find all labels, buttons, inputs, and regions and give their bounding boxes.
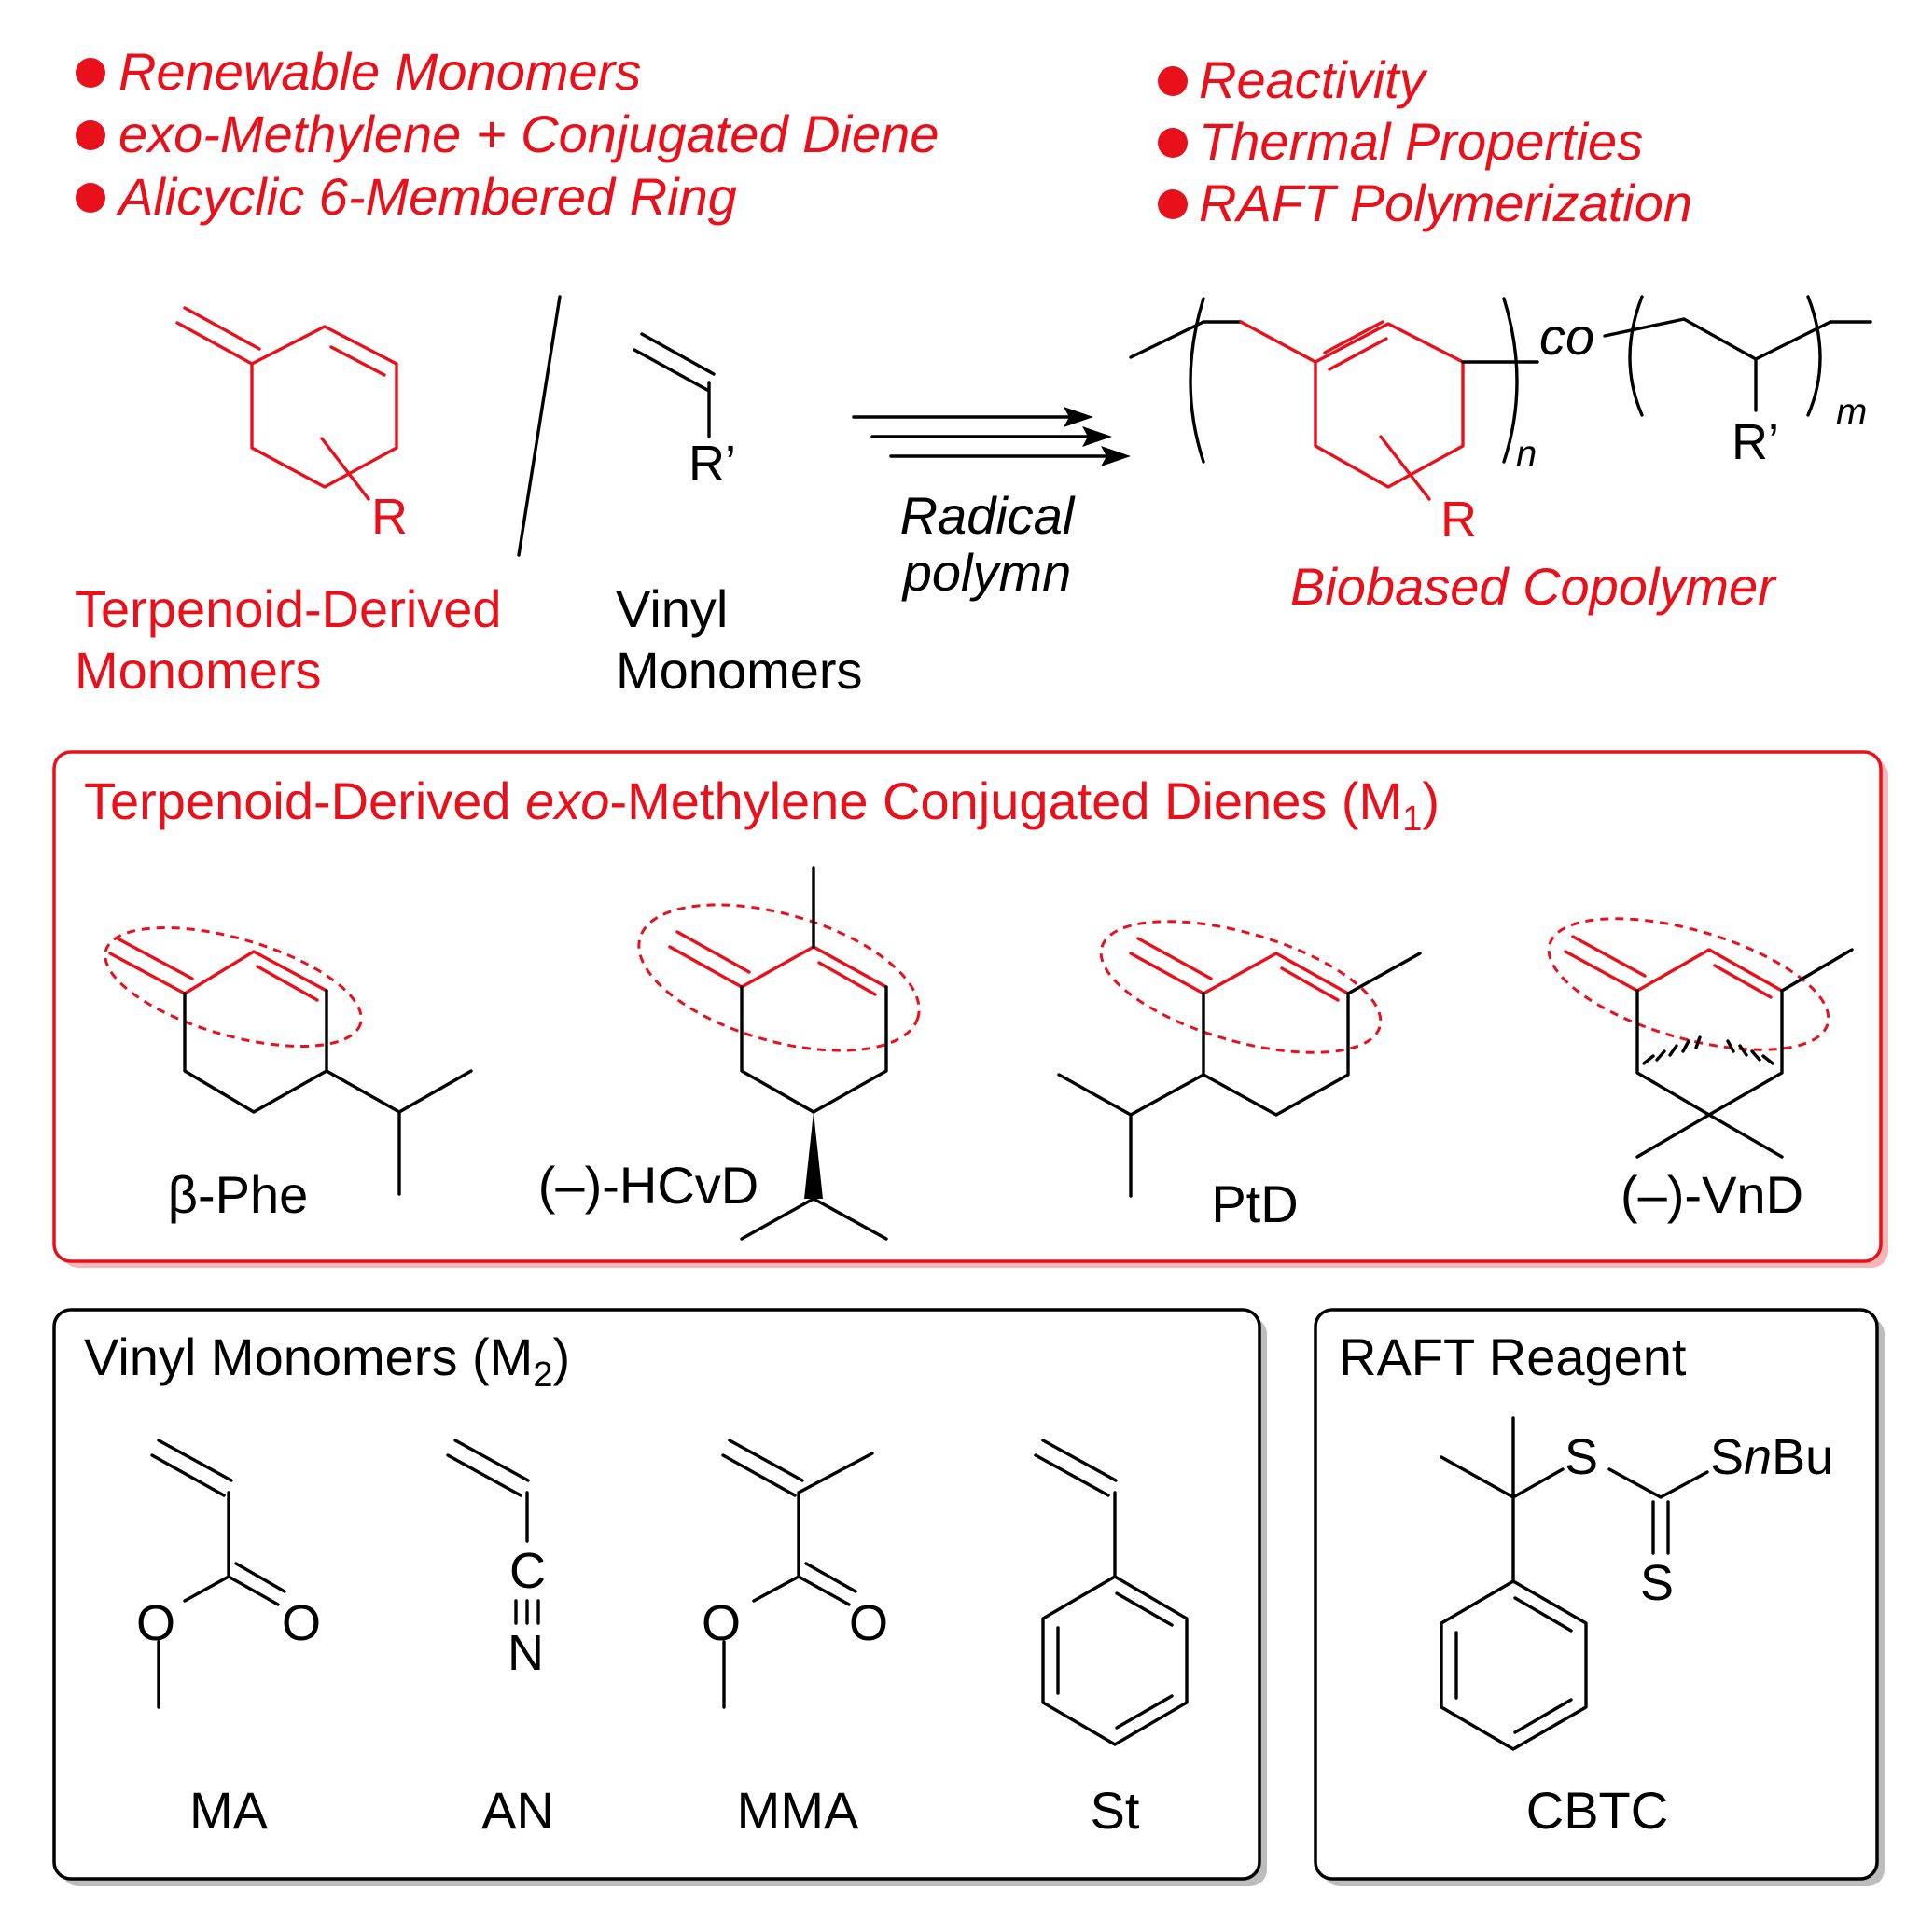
svg-text:n: n bbox=[1516, 434, 1537, 475]
arrow-label-polymn: polymn bbox=[901, 543, 1072, 602]
terpenoid-box-title: Terpenoid-Derived exo-Methylene Conjugat… bbox=[84, 771, 1440, 839]
terpenoid-label-line1: Terpenoid-Derived bbox=[75, 579, 502, 638]
monomer-label-mma: MMA bbox=[737, 1781, 859, 1840]
monomer-label-st: St bbox=[1091, 1781, 1140, 1840]
monomer-label-hcvd: (–)-HCvD bbox=[538, 1156, 758, 1215]
vnd-structure bbox=[1547, 917, 1854, 1159]
vinyl-box-title: Vinyl Monomers (M2) bbox=[84, 1327, 570, 1395]
svg-text:S: S bbox=[1565, 1429, 1598, 1485]
bullet-dot-icon bbox=[76, 58, 105, 88]
separator-slash bbox=[517, 295, 562, 557]
monomer-label-ptd: PtD bbox=[1211, 1174, 1298, 1233]
bullet-renewable: Renewable Monomers bbox=[118, 42, 641, 101]
svg-text:O: O bbox=[849, 1595, 888, 1651]
svg-text:co: co bbox=[1539, 307, 1594, 366]
svg-text:R: R bbox=[1440, 492, 1477, 548]
bullet-dot-icon bbox=[76, 120, 105, 150]
ma-structure: O O bbox=[136, 1439, 321, 1709]
monomer-label-vnd: (–)-VnD bbox=[1621, 1165, 1803, 1224]
arrow-label-radical: Radical bbox=[900, 486, 1076, 545]
terpenoid-label-line2: Monomers bbox=[75, 641, 322, 700]
svg-text:C: C bbox=[509, 1543, 546, 1599]
hcvd-structure bbox=[637, 866, 921, 1241]
monomer-label-beta-phe: β-Phe bbox=[168, 1165, 309, 1224]
copolymer-structure: R n co R’ m bbox=[1129, 295, 1872, 548]
bullet-alicyclic: Alicyclic 6-Membered Ring bbox=[116, 167, 737, 226]
monomer-label-an: AN bbox=[481, 1781, 554, 1840]
svg-text:S: S bbox=[1640, 1555, 1674, 1611]
svg-text:m: m bbox=[1836, 392, 1867, 433]
header-right-bullets: Reactivity Thermal Properties RAFT Polym… bbox=[1158, 50, 1692, 232]
snbu-label: SnBu bbox=[1710, 1429, 1833, 1485]
bullet-exo-methylene: exo-Methylene + Conjugated Diene bbox=[118, 104, 939, 163]
svg-text:R: R bbox=[371, 489, 408, 545]
svg-text:O: O bbox=[282, 1595, 321, 1651]
bullet-dot-icon bbox=[76, 183, 105, 213]
svg-text:N: N bbox=[508, 1625, 544, 1681]
terpenoid-generic-structure: R bbox=[175, 306, 408, 545]
svg-text:R’: R’ bbox=[1732, 414, 1779, 470]
terpenoid-box bbox=[52, 750, 1883, 1263]
an-structure: C N bbox=[446, 1439, 546, 1681]
raft-box bbox=[1314, 1308, 1879, 1881]
beta-phe-structure bbox=[104, 926, 473, 1196]
reaction-arrow bbox=[852, 407, 1131, 466]
vinyl-box bbox=[52, 1308, 1261, 1881]
bullet-raft: RAFT Polymerization bbox=[1199, 174, 1692, 232]
bullet-dot-icon bbox=[1158, 66, 1188, 96]
st-structure bbox=[1034, 1439, 1189, 1746]
monomer-label-ma: MA bbox=[189, 1781, 269, 1840]
cbtc-structure: S S SnBu bbox=[1440, 1416, 1833, 1751]
ptd-structure bbox=[1057, 920, 1422, 1198]
vinyl-generic-structure: R’ bbox=[633, 332, 736, 492]
svg-text:R’: R’ bbox=[689, 436, 736, 492]
bullet-reactivity: Reactivity bbox=[1199, 50, 1428, 109]
header-left-bullets: Renewable Monomers exo-Methylene + Conju… bbox=[76, 42, 939, 226]
bullet-thermal: Thermal Properties bbox=[1199, 112, 1643, 171]
bullet-dot-icon bbox=[1158, 189, 1188, 219]
vinyl-label-line1: Vinyl bbox=[616, 579, 728, 638]
svg-text:O: O bbox=[702, 1595, 741, 1651]
svg-text:O: O bbox=[136, 1595, 175, 1651]
bullet-dot-icon bbox=[1158, 128, 1188, 158]
mma-structure: O O bbox=[702, 1439, 888, 1709]
raft-label-cbtc: CBTC bbox=[1526, 1781, 1668, 1840]
vinyl-label-line2: Monomers bbox=[616, 641, 863, 700]
raft-box-title: RAFT Reagent bbox=[1339, 1327, 1687, 1386]
copolymer-label: Biobased Copolymer bbox=[1290, 557, 1777, 616]
